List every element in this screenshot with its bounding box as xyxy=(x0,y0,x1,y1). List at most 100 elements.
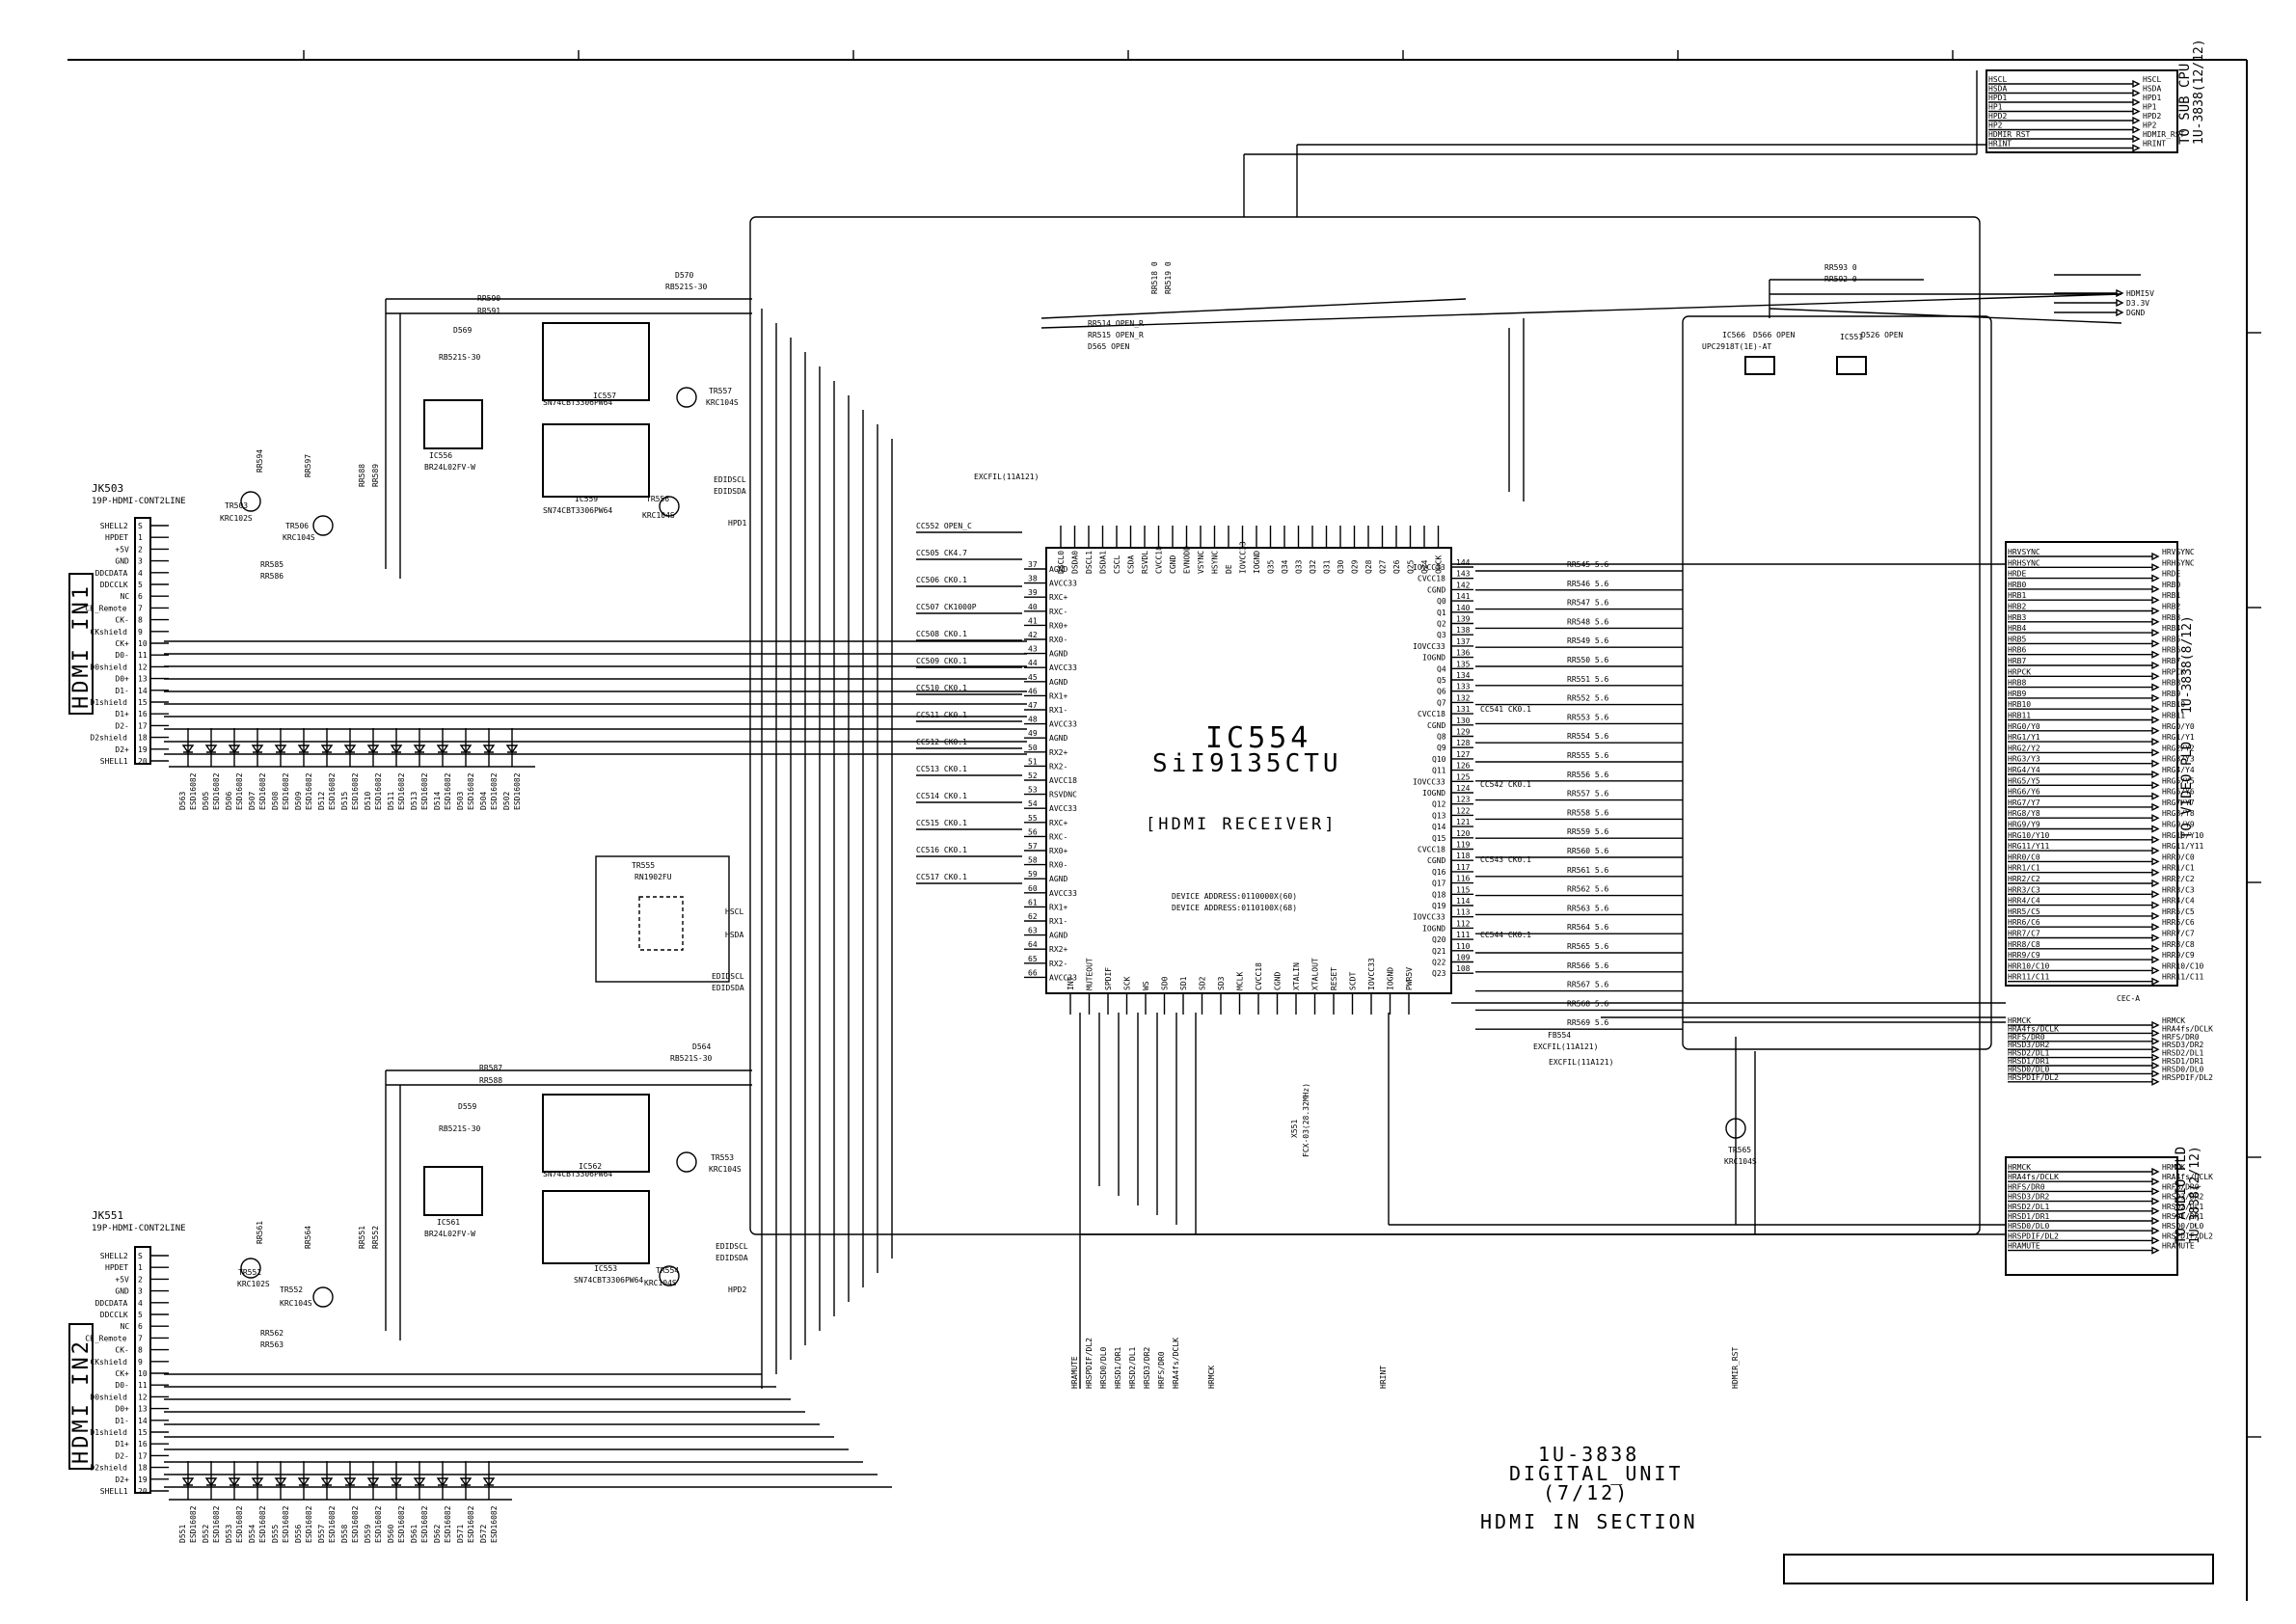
diode-part: ESD16082 xyxy=(490,1505,499,1543)
resistor-label: RR545 5.6 xyxy=(1567,560,1609,569)
ic554-function: [HDMI RECEIVER] xyxy=(1146,815,1337,834)
connector-pin-label: DDCDATA xyxy=(95,1299,128,1308)
connector-pin-number: 4 xyxy=(138,1299,143,1308)
ic-pin-name: EVNODD xyxy=(1183,546,1192,574)
port-signal-source: HRG4/Y4 xyxy=(2008,766,2040,774)
port-signal-source: HRINT xyxy=(1988,140,2012,149)
port-signal-dest: HRR1/C1 xyxy=(2162,864,2195,873)
ic-pin-name: Q4 xyxy=(1437,664,1446,673)
ic557-ref: IC557 xyxy=(593,392,616,400)
ic-pin-name: IOVCC33 xyxy=(1413,913,1445,922)
d570-part: RB521S-30 xyxy=(665,283,708,291)
jk551-ref: JK551 xyxy=(92,1209,123,1222)
ic-pin-name: RXC+ xyxy=(1049,593,1067,602)
resistor-label: RR552 5.6 xyxy=(1567,694,1609,703)
ic-pin-name: IOGND xyxy=(1253,551,1261,574)
port-signal-source: HRR0/C0 xyxy=(2008,853,2040,861)
port-signal-source: HRB3 xyxy=(2008,613,2026,622)
diode-ref: D508 xyxy=(271,792,280,810)
ic553-part: SN74CBT3306PW64 xyxy=(574,1276,643,1285)
port-signal-source: HRB6 xyxy=(2008,646,2026,655)
ic-pin-number: 47 xyxy=(1028,701,1038,710)
port-signal-dest: HRSPDIF/DL2 xyxy=(2162,1232,2213,1240)
in1-net-edidscl: EDIDSCL xyxy=(714,475,746,484)
diode-part: ESD16082 xyxy=(258,772,267,810)
hdmi-in2-tag: HDMI IN2 xyxy=(69,1339,94,1464)
port-signal-source: HRSD1/DR1 xyxy=(2008,1057,2050,1066)
port-arrow-icon xyxy=(2132,89,2141,97)
tr555-net-edidscl: EDIDSCL xyxy=(712,972,744,981)
ic-pin-name: CGND xyxy=(1427,856,1445,865)
port-arrow-icon xyxy=(2151,1037,2160,1045)
port-signal-dest: HRR4/C4 xyxy=(2162,897,2195,906)
capacitor-label: CC512 CK0.1 xyxy=(916,738,967,746)
ic-pin-name: Q26 xyxy=(1392,559,1401,574)
rr591-label: RR591 xyxy=(477,307,500,315)
tr554-ref: TR554 xyxy=(656,1266,679,1275)
ic-pin-name: IOVCC33 xyxy=(1239,541,1248,574)
tr553-symbol xyxy=(676,1151,697,1173)
connector-pin-number: 6 xyxy=(138,1322,143,1331)
port-signal-dest: HRPCK xyxy=(2162,667,2185,676)
ic-pin-name: Q35 xyxy=(1267,559,1276,574)
port-arrow-icon xyxy=(2151,574,2160,582)
ic-pin-number: 59 xyxy=(1028,870,1038,879)
rr588-label: RR588 xyxy=(358,464,366,487)
power-arrow-icon xyxy=(2116,298,2124,308)
ic-pin-number: 120 xyxy=(1456,829,1471,838)
port-signal-source: HPD2 xyxy=(1988,112,2007,121)
port-signal-dest: HRSPDIF/DL2 xyxy=(2162,1073,2213,1082)
connector-pin-number: 18 xyxy=(138,734,148,743)
ic-pin-name: CSDA xyxy=(1127,555,1136,574)
rr552-label: RR552 xyxy=(371,1226,380,1249)
diode-ref: D509 xyxy=(294,792,303,810)
ic-pin-name: DSDA1 xyxy=(1099,551,1108,574)
port-arrow-icon xyxy=(2151,737,2160,746)
ic-pin-name: AVCC33 xyxy=(1049,889,1077,898)
ic-pin-name: Q14 xyxy=(1432,823,1446,831)
ic-pin-name: Q10 xyxy=(1432,755,1446,764)
connector-pin-number: 9 xyxy=(138,628,143,636)
diode-part: ESD16082 xyxy=(351,1505,360,1543)
diode-ref: D558 xyxy=(340,1525,349,1543)
port-arrow-icon xyxy=(2132,125,2141,134)
port-arrow-icon xyxy=(2151,934,2160,942)
port-arrow-icon xyxy=(2151,650,2160,659)
diode-ref: D511 xyxy=(387,792,395,810)
port-signal-dest: HRB3 xyxy=(2162,613,2180,622)
diode-ref: D515 xyxy=(340,792,349,810)
port-arrow-icon xyxy=(2151,672,2160,681)
sheet-frame xyxy=(68,50,2261,1601)
fb551-part: EXCFIL(11A121) xyxy=(1549,1058,1613,1067)
connector-pin-number: 19 xyxy=(138,1475,148,1484)
ic-pin-name: AGND xyxy=(1049,565,1067,574)
port-arrow-icon xyxy=(2132,134,2141,144)
resistor-label: RR555 5.6 xyxy=(1567,751,1609,760)
capacitor-label: CC543 CK0.1 xyxy=(1480,855,1531,864)
tr554-symbol xyxy=(659,1265,680,1286)
ic-pin-name: MUTEOUT xyxy=(1086,958,1094,990)
ic-pin-name: Q13 xyxy=(1432,811,1446,820)
connector-pin-number: 2 xyxy=(138,1275,143,1284)
port-arrow-icon xyxy=(2151,661,2160,670)
connector-pin-number: 17 xyxy=(138,1451,148,1460)
tr506-ref: TR506 xyxy=(285,522,309,530)
bottom-net-label: HRSD2/DL1 xyxy=(1128,1346,1137,1389)
capacitor-label: CC509 CK0.1 xyxy=(916,657,967,665)
audio-pld-ref: 1U-3838(2/12) xyxy=(2188,1146,2202,1244)
esd-diode-symbol xyxy=(297,1477,311,1487)
esd-diode-symbol xyxy=(459,1477,473,1487)
connector-pin-number: 14 xyxy=(138,687,148,695)
connector-pin-number: 6 xyxy=(138,592,143,601)
tr552-ref: TR552 xyxy=(280,1286,303,1294)
connector-pin-number: 17 xyxy=(138,721,148,730)
connector-pin-number: 11 xyxy=(138,651,148,660)
port-signal-source: HRR5/C5 xyxy=(2008,907,2040,916)
resistor-label: RR549 5.6 xyxy=(1567,636,1609,645)
ic-pin-number: 65 xyxy=(1028,955,1038,963)
port-signal-source: HRSPDIF/DL2 xyxy=(2008,1232,2059,1240)
connector-pin-number: 19 xyxy=(138,745,148,754)
connector-pin-number: 2 xyxy=(138,545,143,554)
